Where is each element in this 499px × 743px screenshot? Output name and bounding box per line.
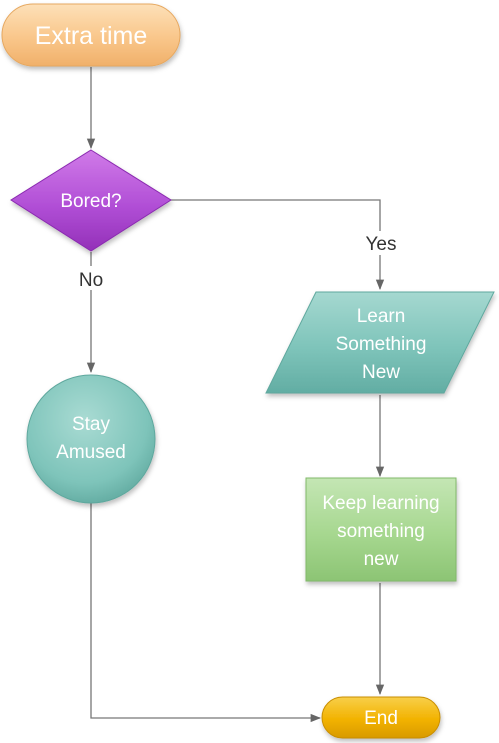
start-node-label: Extra time <box>35 22 148 50</box>
stay-node-line-1: Stay <box>72 414 111 435</box>
keep-node-line-1: Keep learning <box>322 493 439 514</box>
end-node <box>321 696 441 739</box>
start-node <box>1 3 181 67</box>
end-node-label: End <box>364 708 398 729</box>
decision-node <box>10 149 172 252</box>
keep-node <box>305 477 457 582</box>
stay-node-line-2: Amused <box>56 442 126 463</box>
stay-node <box>26 374 156 504</box>
learn-node <box>265 291 495 394</box>
decision-node-label: Bored? <box>60 191 121 212</box>
edge-label-no: No <box>79 270 103 291</box>
learn-node-line-3: New <box>362 362 400 383</box>
edge-decision-to-learn <box>170 199 385 291</box>
learn-node-line-2: Something <box>336 334 427 355</box>
keep-node-line-2: something <box>337 521 425 542</box>
keep-node-line-3: new <box>364 549 399 570</box>
learn-node-line-1: Learn <box>357 306 406 327</box>
edge-label-yes: Yes <box>366 234 397 255</box>
edge-stay-to-end <box>90 503 322 723</box>
